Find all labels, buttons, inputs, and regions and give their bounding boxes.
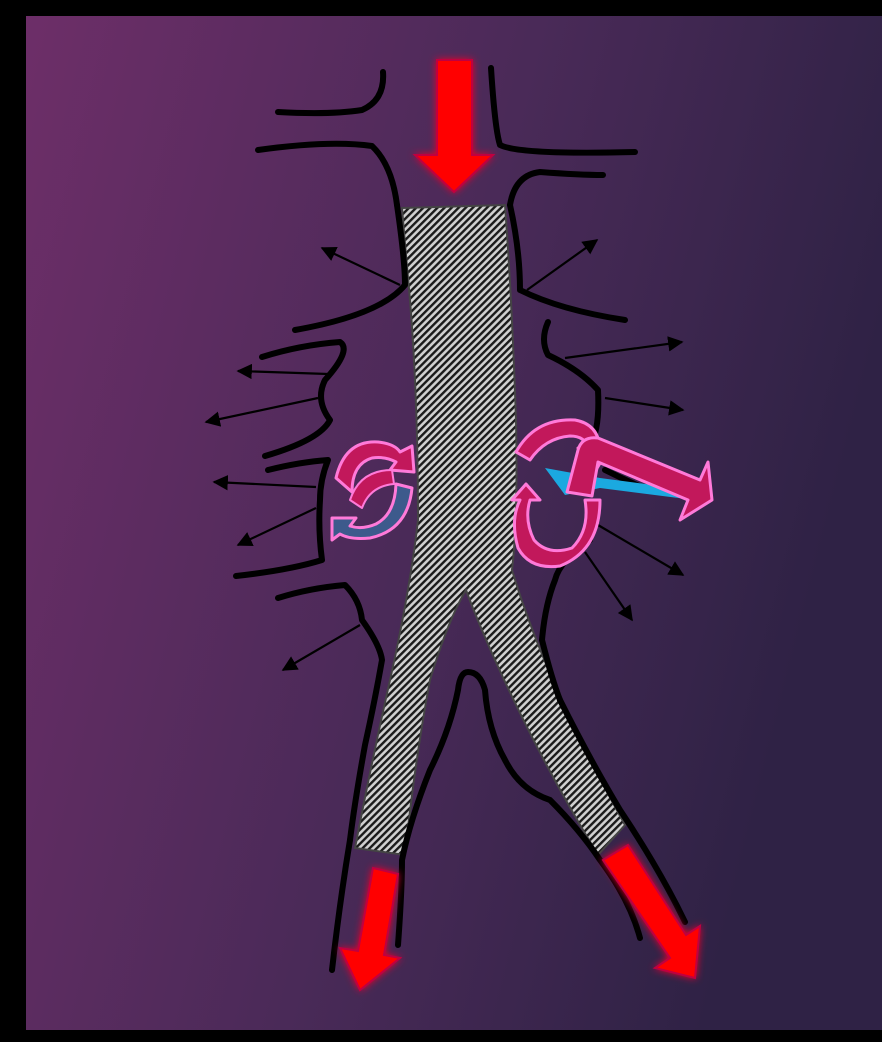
diagram-canvas <box>0 0 882 1042</box>
aortic-stent-graft-diagram <box>0 0 882 1042</box>
